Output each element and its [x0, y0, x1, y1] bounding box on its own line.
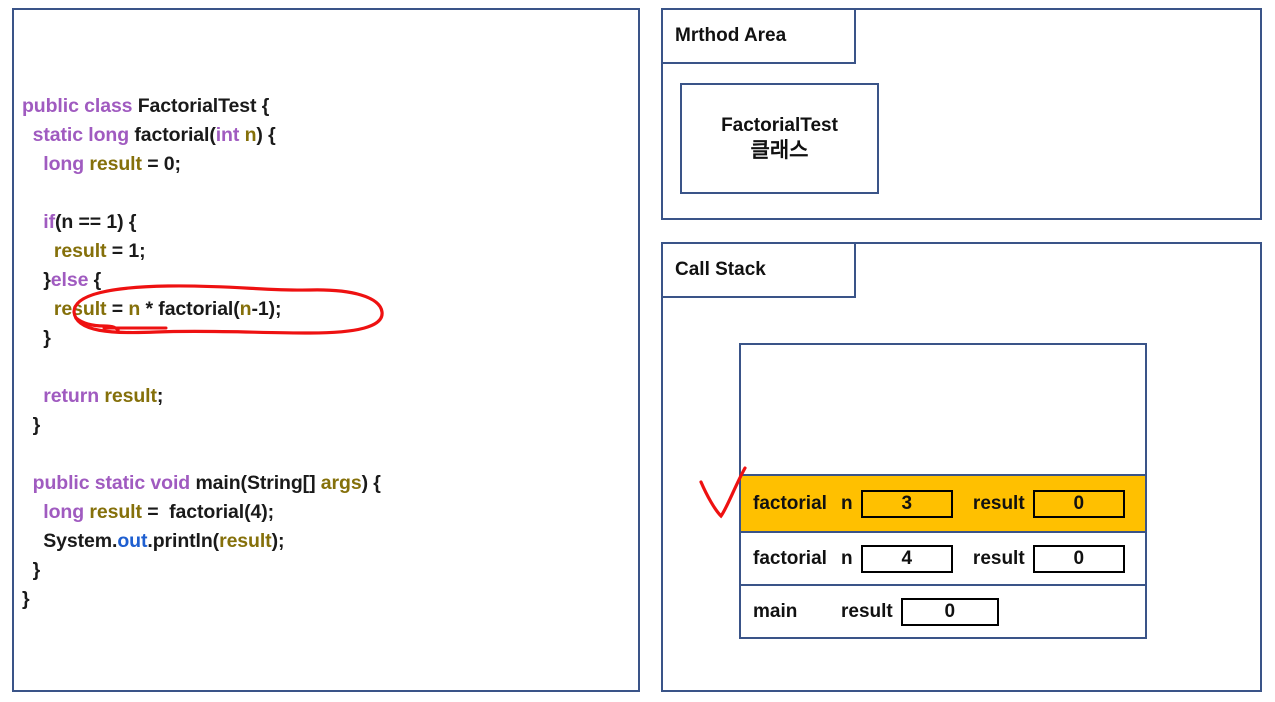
code-line: if(n == 1) { [22, 208, 632, 237]
code-token: result [89, 153, 148, 175]
code-token: result [219, 530, 272, 552]
code-token: } [22, 327, 51, 349]
frame-variable-label: n [841, 492, 853, 514]
code-line: long result = factorial(4); [22, 498, 632, 527]
code-token: public static void [32, 472, 196, 494]
java-source-code: public class FactorialTest { static long… [22, 92, 632, 614]
code-line: long result = 0; [22, 150, 632, 179]
code-token: } [22, 414, 41, 436]
code-token: main(String[] [195, 472, 321, 494]
code-token: int [215, 124, 245, 146]
frame-method-name: factorial [753, 547, 827, 569]
call-stack-title-tab: Call Stack [661, 242, 856, 298]
code-token: -1); [251, 298, 282, 320]
code-token: } [22, 269, 51, 291]
code-line [22, 353, 632, 382]
code-token: static long [32, 124, 135, 146]
code-line: }else { [22, 266, 632, 295]
code-token: n [239, 298, 252, 320]
code-token [22, 472, 33, 494]
code-line: public class FactorialTest { [22, 92, 632, 121]
method-area-title-tab: Mrthod Area [661, 8, 856, 64]
code-token: result [89, 501, 148, 523]
code-token: public class [22, 95, 138, 117]
frame-variable-label: result [972, 547, 1025, 569]
code-panel: public class FactorialTest { static long… [12, 8, 640, 692]
code-token [22, 501, 43, 523]
frame-variable-value-box: 0 [1032, 544, 1125, 573]
code-token: ); [271, 530, 285, 552]
code-token: return [43, 385, 105, 407]
code-token: result [53, 240, 112, 262]
code-token [22, 385, 43, 407]
code-token: result [104, 385, 157, 407]
code-line: System.out.println(result); [22, 527, 632, 556]
code-line: } [22, 585, 632, 614]
code-token: * factorial( [140, 298, 240, 320]
code-token [22, 240, 54, 262]
call-stack-title: Call Stack [675, 259, 766, 280]
code-token [22, 211, 43, 233]
code-token: n [244, 124, 257, 146]
code-token: } [22, 559, 41, 581]
code-token: (n == 1) { [55, 211, 137, 233]
frame-method-name: main [753, 600, 798, 622]
code-token: = 1; [111, 240, 146, 262]
frame-variable-label: result [841, 600, 893, 622]
frame-variable-value-box: 4 [860, 544, 953, 573]
code-token: args [320, 472, 362, 494]
code-token: long [43, 153, 90, 175]
code-line: } [22, 324, 632, 353]
code-token: System. [22, 530, 118, 552]
method-area-title: Mrthod Area [675, 25, 787, 46]
code-token: = factorial(4); [147, 501, 274, 523]
code-line: public static void main(String[] args) { [22, 469, 632, 498]
code-token: if [43, 211, 55, 233]
code-token: factorial( [134, 124, 216, 146]
code-token: result [53, 298, 112, 320]
factorialtest-class-box: FactorialTest 클래스 [680, 83, 879, 194]
code-line: static long factorial(int n) { [22, 121, 632, 150]
class-box-name: FactorialTest [721, 114, 838, 136]
code-token: ) { [361, 472, 381, 494]
code-line: result = n * factorial(n-1); [22, 295, 632, 324]
code-token: .println( [147, 530, 220, 552]
code-token: ; [156, 385, 164, 407]
code-token: } [22, 588, 30, 610]
code-token: FactorialTest { [137, 95, 270, 117]
code-line [22, 440, 632, 469]
code-token: out [117, 530, 148, 552]
code-line [22, 179, 632, 208]
code-token: n [128, 298, 141, 320]
code-token [22, 298, 54, 320]
code-token: { [88, 269, 102, 291]
call-stack-empty-space [741, 345, 1145, 474]
class-box-korean-label: 클래스 [750, 138, 809, 162]
code-token: = 0; [147, 153, 181, 175]
code-token [22, 153, 43, 175]
frame-method-name: factorial [753, 492, 827, 514]
code-line: } [22, 411, 632, 440]
code-line: return result; [22, 382, 632, 411]
method-area-panel: Mrthod Area FactorialTest 클래스 [661, 8, 1262, 220]
code-token: else [50, 269, 89, 291]
frame-variable-value-box: 3 [860, 489, 953, 518]
frame-variable-label: n [841, 547, 853, 569]
code-token: = [111, 298, 129, 320]
code-line: } [22, 556, 632, 585]
code-token: ) { [256, 124, 276, 146]
code-token: long [43, 501, 90, 523]
frame-variable-value-box: 0 [1032, 489, 1125, 518]
code-token [22, 124, 33, 146]
code-line: result = 1; [22, 237, 632, 266]
frame-variable-value-box: 0 [900, 597, 999, 626]
frame-variable-label: result [972, 492, 1025, 514]
call-stack-frame: main result 0 [741, 584, 1145, 637]
